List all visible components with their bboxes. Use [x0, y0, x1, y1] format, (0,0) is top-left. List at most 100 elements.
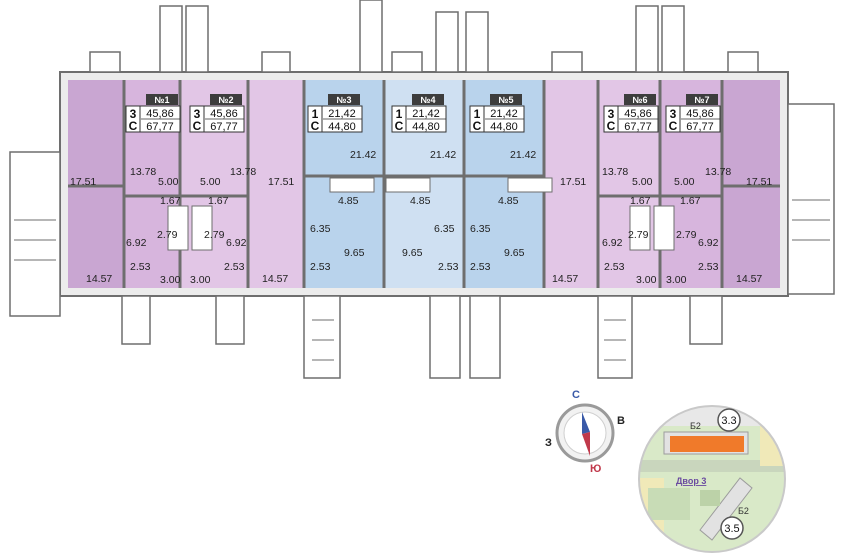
apartment-number-badge [686, 94, 718, 105]
room-area-label: 2.53 [224, 261, 245, 273]
apartment-total-area: 44,80 [412, 121, 440, 133]
apartment-rooms: 3 [670, 107, 677, 121]
room-area-label: 3.00 [160, 274, 181, 286]
room-area-label: 13.78 [705, 166, 731, 178]
apartment-type: С [311, 119, 320, 133]
apartment-cards: №13С45,8667,77№23С45,8667,77№31С21,4244,… [125, 94, 721, 133]
compass-south-label: Ю [590, 463, 601, 475]
building-marker-bottom [720, 516, 744, 540]
room-area-label: 3.00 [190, 274, 211, 286]
room-area-label: 13.78 [130, 166, 156, 178]
apartment-total-area: 67,77 [210, 121, 238, 133]
apartment-total-area: 67,77 [624, 121, 652, 133]
apartment-rooms: 1 [312, 107, 319, 121]
room-area-label: 2.53 [698, 261, 719, 273]
room-area-label: 2.79 [628, 229, 649, 241]
room-area-label: 2.53 [604, 261, 625, 273]
apartment-rooms: 1 [474, 107, 481, 121]
apartment-rooms: 3 [130, 107, 137, 121]
building-marker-top-label: 3.3 [721, 415, 736, 427]
room-area-label: 1.67 [160, 195, 181, 207]
apartment-total-area: 44,80 [328, 121, 356, 133]
room-area-label: 6.35 [470, 223, 491, 235]
apartment-living-area: 21,42 [412, 108, 440, 120]
apartment-number: №1 [154, 95, 169, 105]
room-area-label: 17.51 [746, 176, 772, 188]
apartment-total-area: 67,77 [146, 121, 174, 133]
room-area-label: 9.65 [504, 247, 525, 259]
bathrooms [167, 177, 675, 251]
room-area-label: 3.00 [636, 274, 657, 286]
end-room-right [722, 80, 780, 288]
apartment-rooms: 3 [608, 107, 615, 121]
section-label-top: Б2 [690, 421, 701, 431]
compass-needle-south-icon [582, 432, 590, 456]
room-area-label: 5.00 [632, 176, 653, 188]
apartment-type: С [129, 119, 138, 133]
bottom-staircases [121, 295, 723, 379]
apartment-number: №5 [498, 95, 513, 105]
top-staircases [89, 0, 759, 73]
room-area-label: 21.42 [510, 149, 536, 161]
apartment-number-badge [624, 94, 656, 105]
yard-label: Двор 3 [676, 476, 706, 486]
room-area-label: 17.51 [70, 176, 96, 188]
room-area-label: 21.42 [430, 149, 456, 161]
room-area-label: 4.85 [498, 195, 519, 207]
apartment-living-area: 45,86 [686, 108, 714, 120]
apartment-type: С [395, 119, 404, 133]
room-area-label: 2.53 [470, 261, 491, 273]
apartment-rooms: 3 [194, 107, 201, 121]
room-area-label: 2.79 [157, 229, 178, 241]
apartment-number-badge [490, 94, 522, 105]
compass-north-label: С [572, 389, 580, 401]
apartment-number-badge [328, 94, 360, 105]
room-area-label: 21.42 [350, 149, 376, 161]
apartment-type: С [607, 119, 616, 133]
apartment-number: №4 [420, 95, 435, 105]
apartment-number: №2 [218, 95, 233, 105]
apartment-number-badge [210, 94, 242, 105]
section-label-bottom: Б2 [738, 506, 749, 516]
compass: С Ю В З [545, 389, 625, 475]
room-area-label: 6.92 [698, 237, 719, 249]
compass-east-label: В [617, 415, 625, 427]
room-area-label: 9.65 [402, 247, 423, 259]
room-area-label: 1.67 [208, 195, 229, 207]
apartment-total-area: 44,80 [490, 121, 518, 133]
room-area-label: 2.79 [204, 229, 225, 241]
room-area-label: 17.51 [268, 176, 294, 188]
building-marker-bottom-label: 3.5 [724, 523, 739, 535]
room-area-label: 2.53 [438, 261, 459, 273]
room-area-label: 3.00 [666, 274, 687, 286]
room-area-label: 1.67 [680, 195, 701, 207]
room-labels: 17.51 14.57 13.78 5.00 5.00 13.78 17.51 14.57 6.… [70, 149, 772, 286]
apartment-living-area: 21,42 [328, 108, 356, 120]
apartment-number-badge [146, 94, 178, 105]
room-area-label: 17.51 [560, 176, 586, 188]
room-area-label: 6.92 [602, 237, 623, 249]
room-area-label: 14.57 [552, 273, 578, 285]
apartment-number: №6 [632, 95, 647, 105]
room-area-label: 5.00 [674, 176, 695, 188]
room-area-label: 6.35 [434, 223, 455, 235]
room-area-label: 14.57 [262, 273, 288, 285]
apartment-living-area: 21,42 [490, 108, 518, 120]
compass-west-label: З [545, 437, 552, 449]
apartment-number: №3 [336, 95, 351, 105]
room-area-label: 1.67 [630, 195, 651, 207]
apartment-type: С [473, 119, 482, 133]
apartment-type: С [669, 119, 678, 133]
room-area-label: 9.65 [344, 247, 365, 259]
room-area-label: 4.85 [410, 195, 431, 207]
room-area-label: 6.92 [226, 237, 247, 249]
location-map[interactable]: Двор 3 Б2 Б2 3.3 3.5 [638, 405, 790, 553]
